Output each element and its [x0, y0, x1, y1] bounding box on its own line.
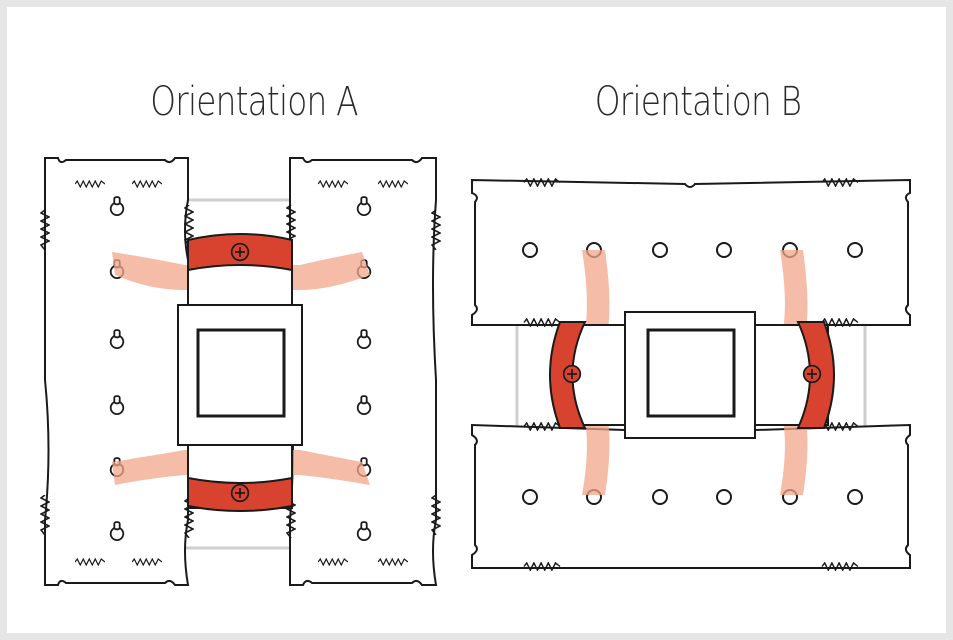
right-heatsink-fins: [289, 157, 438, 586]
orientation-a-diagram: [40, 157, 441, 586]
top-heatsink-fins: [471, 178, 911, 326]
orientation-b-title: Orientation B: [594, 79, 802, 125]
cpu-die-a: [196, 328, 286, 418]
orientation-b-diagram: [471, 178, 911, 571]
orientation-a-title: Orientation A: [150, 79, 358, 125]
left-heatsink-fins: [44, 157, 190, 586]
cpu-die-b: [646, 328, 736, 418]
